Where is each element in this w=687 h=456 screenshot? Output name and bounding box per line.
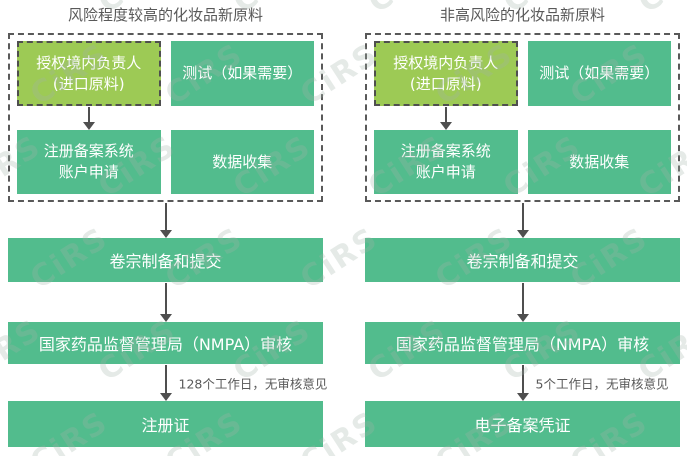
group-to-dossier-arrow — [365, 202, 680, 238]
flow-column-non-high-risk: 非高风险的化妆品新原料 授权境内负责人 (进口原料) 测试（如果需要） 注册备案… — [365, 4, 680, 456]
column-title-non-high-risk: 非高风险的化妆品新原料 — [439, 6, 605, 24]
arrow-head-icon — [439, 122, 452, 130]
authorized-agent-line1: 授权境内负责人 — [393, 53, 499, 72]
data-collection-label: 数据收集 — [212, 152, 273, 171]
arrow-head-icon — [159, 393, 172, 401]
arrow-shaft — [521, 203, 524, 231]
data-collection-box: 数据收集 — [527, 130, 671, 194]
nmpa-review-bar: 国家药品监督管理局（NMPA）审核 — [365, 322, 680, 364]
arrow-head-icon — [516, 314, 529, 322]
dossier-to-review-arrow — [8, 282, 323, 322]
arrow-head-icon — [159, 230, 172, 238]
column-title-high-risk: 风险程度较高的化妆品新原料 — [67, 6, 263, 24]
data-collection-box: 数据收集 — [170, 130, 314, 194]
account-application-line2: 账户申请 — [58, 163, 119, 181]
arrow-shaft — [164, 365, 167, 394]
dossier-bar: 卷宗制备和提交 — [365, 238, 680, 282]
review-duration-note: 128个工作日，无审核意见 — [178, 376, 328, 391]
arrow-shaft — [521, 365, 524, 394]
arrow-shaft — [521, 283, 524, 315]
nmpa-review-bar: 国家药品监督管理局（NMPA）审核 — [8, 322, 323, 364]
account-application-line1: 注册备案系统 — [43, 142, 134, 160]
data-collection-label: 数据收集 — [569, 152, 630, 171]
authorized-agent-line2: (进口原料) — [409, 74, 482, 93]
account-application-line2: 账户申请 — [415, 163, 476, 181]
arrow-shaft — [444, 107, 447, 123]
dossier-to-review-arrow — [365, 282, 680, 322]
arrow-head-icon — [82, 122, 95, 130]
result-bar-electronic-filing-certificate: 电子备案凭证 — [365, 401, 680, 447]
group-to-dossier-arrow — [8, 202, 323, 238]
preparation-group-high-risk: 授权境内负责人 (进口原料) 测试（如果需要） 注册备案系统 账户申请 数据收集 — [8, 33, 323, 202]
arrow-shaft — [164, 203, 167, 231]
arrow-head-icon — [159, 314, 172, 322]
arrow-head-icon — [516, 230, 529, 238]
authorized-agent-box: 授权境内负责人 (进口原料) — [17, 41, 161, 106]
testing-box: 测试（如果需要） — [527, 41, 671, 106]
result-bar-registration-certificate: 注册证 — [8, 401, 323, 447]
result-label: 注册证 — [141, 416, 190, 435]
testing-label: 测试（如果需要） — [182, 64, 303, 82]
authorized-agent-line2: (进口原料) — [52, 74, 125, 93]
nmpa-review-label: 国家药品监督管理局（NMPA）审核 — [395, 335, 650, 354]
testing-label: 测试（如果需要） — [539, 64, 660, 82]
account-application-box: 注册备案系统 账户申请 — [17, 130, 161, 194]
review-duration-note: 5个工作日，无审核意见 — [535, 376, 669, 391]
result-label: 电子备案凭证 — [474, 416, 571, 435]
arrow-shaft — [164, 283, 167, 315]
dossier-label: 卷宗制备和提交 — [109, 252, 222, 271]
account-application-box: 注册备案系统 账户申请 — [374, 130, 518, 194]
flow-column-high-risk: 风险程度较高的化妆品新原料 授权境内负责人 (进口原料) 测试（如果需要） 注册… — [8, 4, 327, 456]
dossier-bar: 卷宗制备和提交 — [8, 238, 323, 282]
review-to-result-arrow: 5个工作日，无审核意见 — [365, 364, 680, 401]
arrow-head-icon — [516, 393, 529, 401]
authorized-agent-box: 授权境内负责人 (进口原料) — [374, 41, 518, 106]
account-application-line1: 注册备案系统 — [400, 142, 491, 160]
testing-box: 测试（如果需要） — [170, 41, 314, 106]
review-to-result-arrow: 128个工作日，无审核意见 — [8, 364, 327, 401]
nmpa-review-label: 国家药品监督管理局（NMPA）审核 — [38, 335, 293, 354]
agent-to-account-arrow — [17, 106, 161, 130]
authorized-agent-line1: 授权境内负责人 — [36, 53, 142, 72]
arrow-shaft — [87, 107, 90, 123]
preparation-group-non-high-risk: 授权境内负责人 (进口原料) 测试（如果需要） 注册备案系统 账户申请 数据收集 — [365, 33, 680, 202]
dossier-label: 卷宗制备和提交 — [466, 252, 579, 271]
agent-to-account-arrow — [374, 106, 518, 130]
